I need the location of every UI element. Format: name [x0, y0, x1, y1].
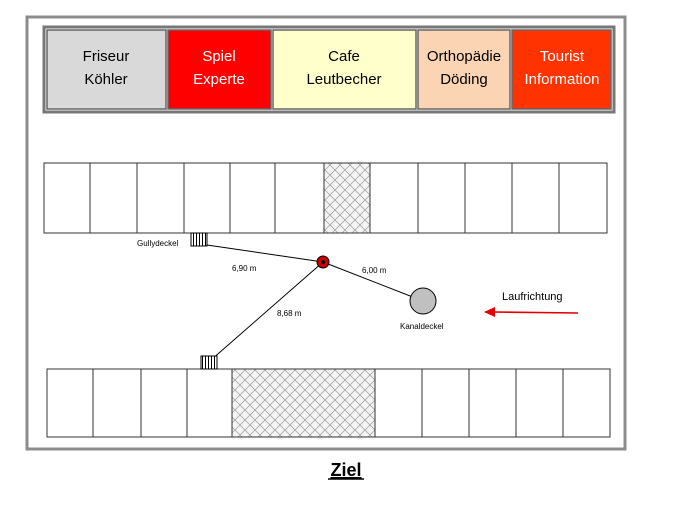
shop-box: [511, 29, 612, 110]
slab: [140, 368, 188, 438]
distance-gully-label: 6,90 m: [232, 264, 257, 273]
slab: [421, 368, 470, 438]
shop-name-line1: Tourist: [540, 48, 585, 65]
line-to-bottom-grate: [210, 261, 324, 361]
shop-name-line1: Spiel: [202, 48, 235, 65]
slab: [464, 162, 513, 234]
slab-paved: [231, 368, 376, 438]
distance-bottom-label: 8,68 m: [277, 309, 302, 318]
shop-box: [167, 29, 272, 110]
bottom-slab-row: [46, 368, 611, 438]
slab: [417, 162, 466, 234]
shop-friseur: Friseur Köhler: [46, 29, 167, 110]
shop-name-line2: Information: [524, 71, 599, 88]
shop-orthopaedie: Orthopädie Döding: [417, 29, 511, 110]
kanaldeckel-icon: [409, 287, 437, 315]
bottom-grate-icon: [200, 355, 218, 370]
slab: [186, 368, 233, 438]
shop-tourist-information: Tourist Information: [511, 29, 612, 110]
kanaldeckel-label: Kanaldeckel: [400, 322, 444, 331]
slab: [515, 368, 564, 438]
slab: [43, 162, 91, 234]
shop-box: [46, 29, 167, 110]
slab: [369, 162, 419, 234]
slab: [136, 162, 185, 234]
line-to-gullydeckel: [206, 244, 324, 263]
slab: [562, 368, 611, 438]
slab: [558, 162, 608, 234]
gullydeckel-label: Gullydeckel: [137, 239, 179, 248]
shop-cafe: Cafe Leutbecher: [272, 29, 417, 110]
measurement-lines: [206, 244, 424, 361]
shop-name-line2: Experte: [193, 71, 245, 88]
page-title: Ziel: [330, 460, 361, 480]
shop-name-line1: Orthopädie: [427, 48, 501, 65]
top-slab-row: [43, 162, 608, 234]
slab: [511, 162, 560, 234]
slab: [468, 368, 517, 438]
slab: [374, 368, 423, 438]
slab: [183, 162, 231, 234]
shop-box: [417, 29, 511, 110]
slab: [274, 162, 325, 234]
line-to-kanaldeckel: [322, 261, 424, 302]
shop-name-line1: Cafe: [328, 48, 360, 65]
slab: [46, 368, 94, 438]
direction-arrow-icon: [484, 307, 579, 317]
shop-name-line2: Döding: [440, 71, 488, 88]
shop-box: [272, 29, 417, 110]
distance-kanal-label: 6,00 m: [362, 266, 387, 275]
shop-spiel-experte: Spiel Experte: [167, 29, 272, 110]
slab: [92, 368, 142, 438]
shop-name-line1: Friseur: [83, 48, 130, 65]
direction-label: Laufrichtung: [502, 291, 563, 303]
gully-grate-icon: [190, 232, 208, 247]
shop-name-line2: Köhler: [84, 71, 127, 88]
shop-name-line2: Leutbecher: [306, 71, 381, 88]
slab: [89, 162, 138, 234]
slab: [229, 162, 276, 234]
target-marker-center: [321, 260, 325, 264]
slab-paved: [323, 162, 371, 234]
